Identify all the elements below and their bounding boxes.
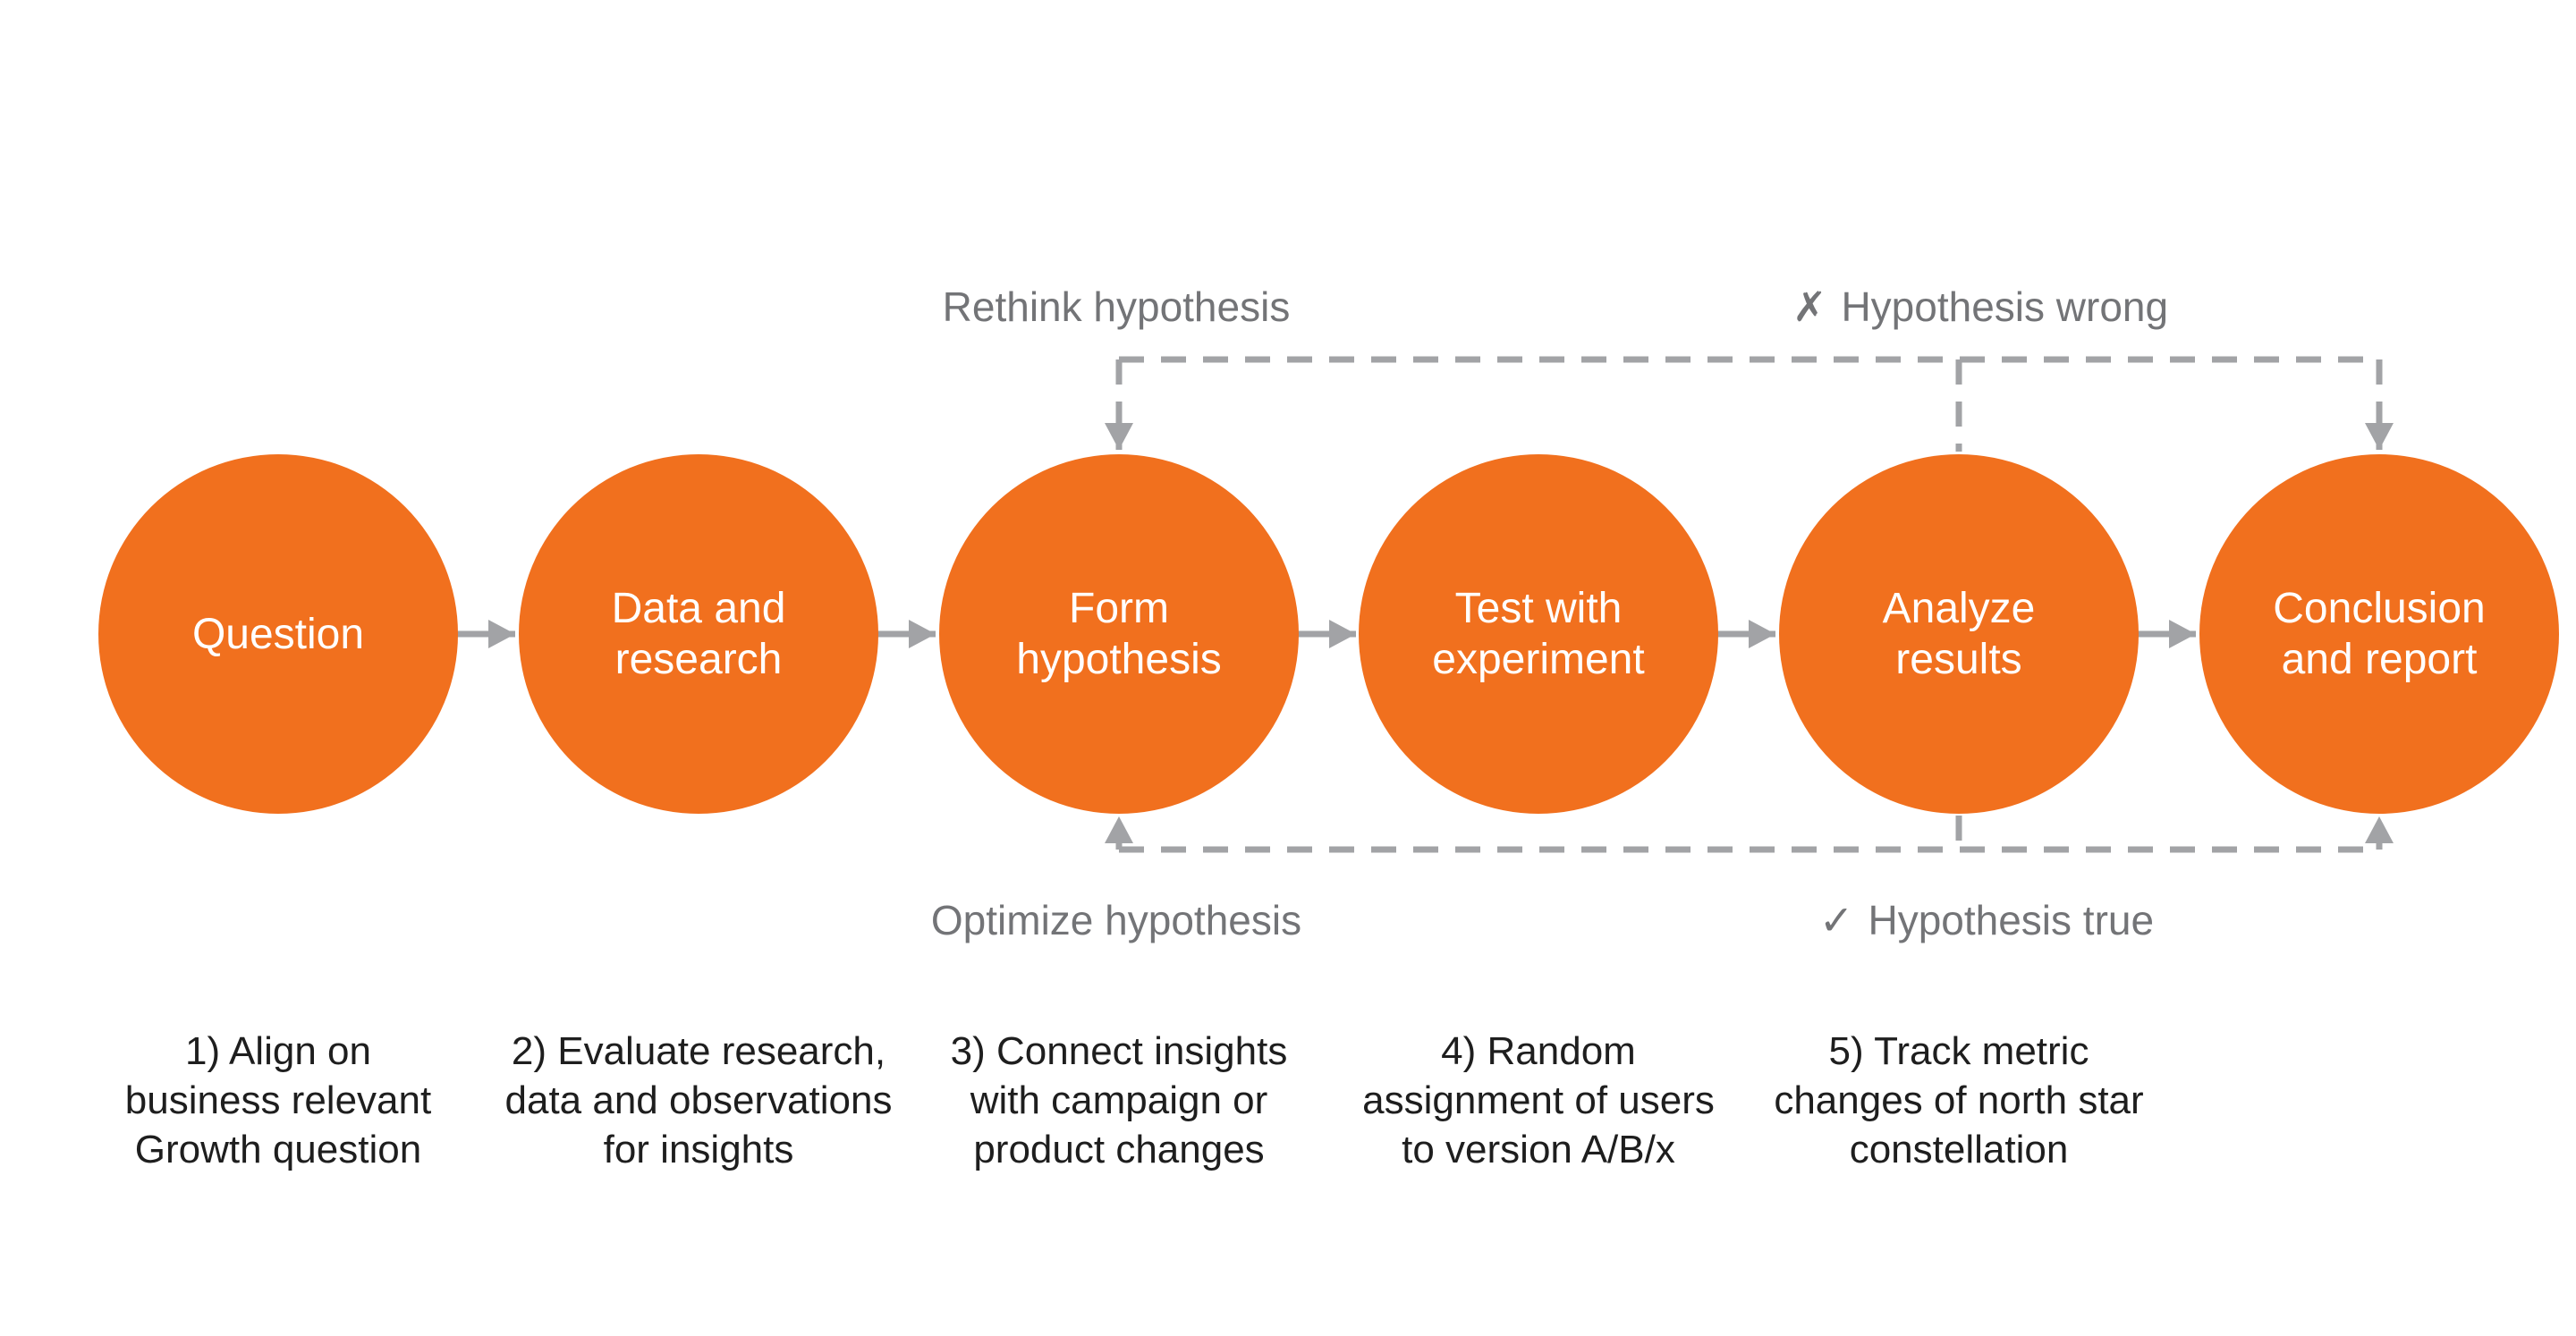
step-circle-question: Question — [98, 454, 458, 814]
step-label: Question — [191, 610, 365, 658]
step-circle-data-research: Data and research — [519, 454, 878, 814]
step-description-5: 5) Track metric changes of north star co… — [1774, 1029, 2144, 1171]
optimize-hypothesis-text: Optimize hypothesis — [930, 897, 1302, 943]
step-label: Analyze results — [1882, 585, 2036, 683]
step-description-1: 1) Align on business relevant Growth que… — [124, 1029, 432, 1171]
step-circle-form-hypothesis: Form hypothesis — [939, 454, 1299, 814]
feedback-loop-bottom — [1105, 816, 2394, 853]
step-circle-conclusion-report: Conclusion and report — [2199, 454, 2559, 814]
step-label: Data and research — [611, 585, 786, 683]
step-label: Conclusion and report — [2273, 585, 2486, 683]
label-rethink-hypothesis: Rethink hypothesis — [830, 283, 1402, 331]
hypothesis-true-text: Hypothesis true — [1868, 897, 2155, 943]
step-label: Test with experiment — [1432, 585, 1645, 683]
step-description-2: 2) Evaluate research, data and observati… — [504, 1029, 893, 1171]
step-circle-test-experiment: Test with experiment — [1359, 454, 1718, 814]
hypothesis-wrong-text: Hypothesis wrong — [1841, 283, 2169, 330]
rethink-hypothesis-text: Rethink hypothesis — [942, 283, 1291, 330]
feedback-loop-top — [1105, 356, 2394, 452]
cross-icon: ✗ — [1792, 283, 1827, 330]
check-icon: ✓ — [1818, 897, 1854, 943]
step-description-3: 3) Connect insights with campaign or pro… — [950, 1029, 1288, 1171]
label-hypothesis-true: ✓ Hypothesis true — [1700, 896, 2273, 944]
step-description-4: 4) Random assignment of users to version… — [1362, 1029, 1715, 1171]
step-circle-analyze-results: Analyze results — [1779, 454, 2139, 814]
label-hypothesis-wrong: ✗ Hypothesis wrong — [1694, 283, 2267, 331]
label-optimize-hypothesis: Optimize hypothesis — [830, 896, 1402, 944]
step-label: Form hypothesis — [1016, 585, 1222, 683]
